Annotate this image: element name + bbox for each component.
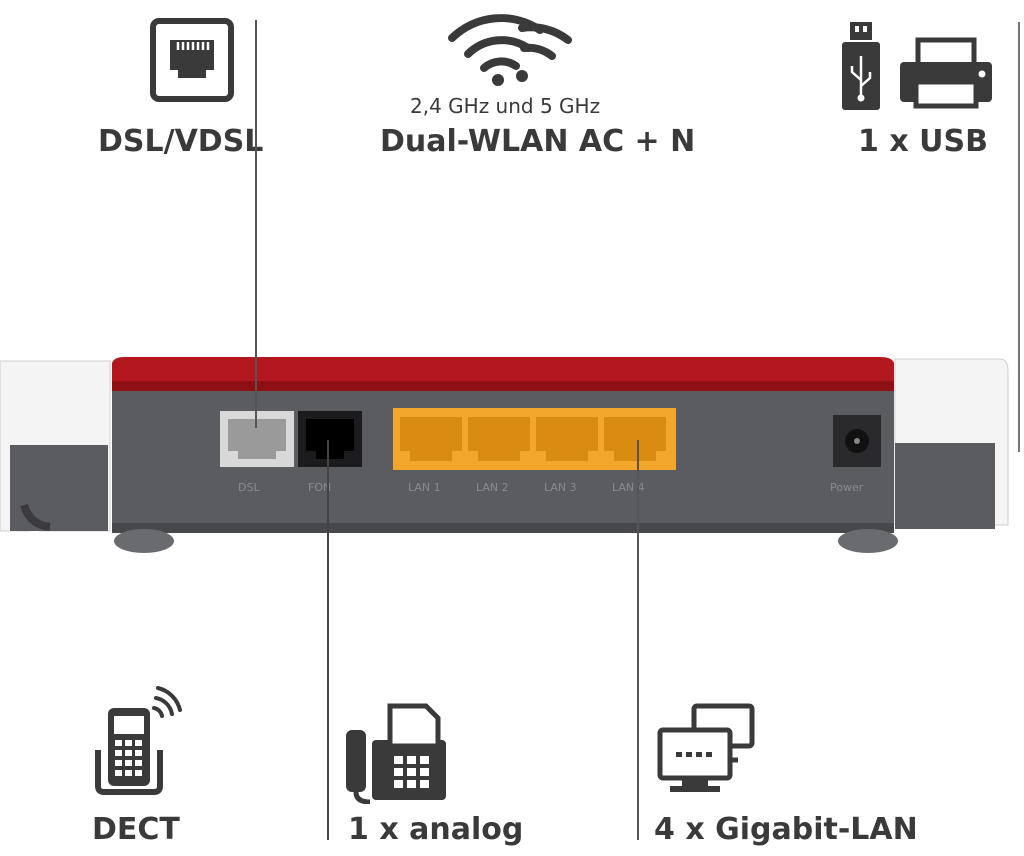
wifi-icon [448, 14, 572, 86]
wlan-feature [440, 8, 580, 88]
dsl-feature [150, 18, 234, 102]
computer-network-icon [657, 703, 755, 792]
port-label-fon: FON [308, 481, 332, 494]
ethernet-port-icon [150, 18, 234, 102]
dect-label: DECT [92, 812, 180, 847]
usb-printer-icon [842, 22, 992, 110]
fax-phone-icon [346, 703, 446, 804]
port-label-power: Power [830, 481, 864, 494]
port-label-dsl: DSL [238, 481, 260, 494]
fon-connector-line [327, 440, 329, 840]
analog-label: 1 x analog [348, 812, 524, 847]
analog-feature [340, 700, 450, 804]
wlan-label: Dual-WLAN AC + N [380, 124, 696, 159]
port-label-lan1: LAN 1 [408, 481, 441, 494]
port-label-lan3: LAN 3 [544, 481, 577, 494]
dect-feature [92, 686, 182, 796]
cordless-phone-icon [95, 686, 182, 795]
port-label-lan2: LAN 2 [476, 481, 509, 494]
edge-line [1018, 22, 1020, 452]
port-label-lan4: LAN 4 [612, 481, 645, 494]
lan-label: 4 x Gigabit-LAN [654, 812, 918, 847]
dsl-connector-line [255, 20, 257, 428]
wlan-subtitle: 2,4 GHz und 5 GHz [410, 94, 601, 118]
lan-feature [654, 700, 764, 800]
usb-label: 1 x USB [858, 124, 988, 159]
usb-feature [838, 20, 998, 116]
dsl-label: DSL/VDSL [98, 124, 264, 159]
lan-connector-line [637, 440, 639, 840]
router-device: DSL FON LAN 1 LAN 2 LAN 3 LAN 4 Power [0, 355, 1024, 565]
